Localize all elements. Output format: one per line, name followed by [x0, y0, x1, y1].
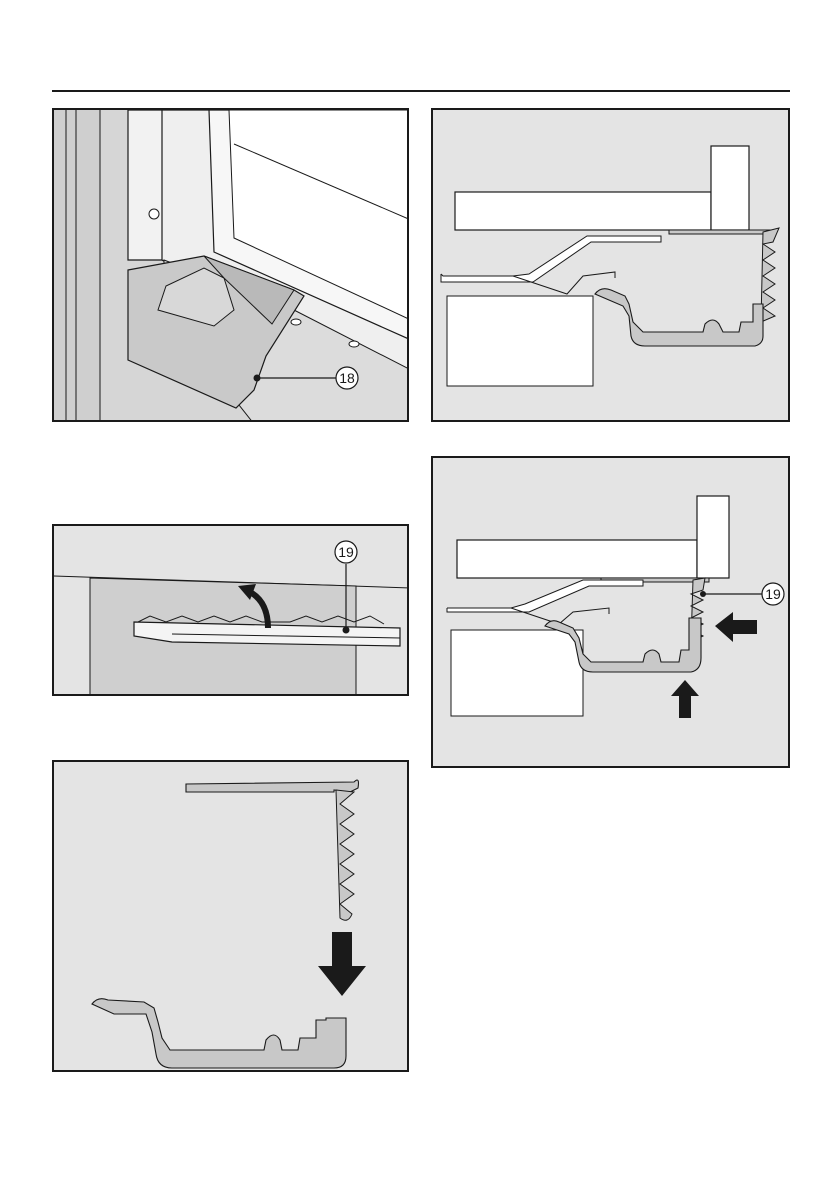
- callout-19-label: 19: [338, 544, 354, 560]
- figure-profile-assembly: [52, 760, 409, 1072]
- figure-part-18: 18: [52, 108, 409, 422]
- figure-cross-section-fitted-illustration: 19: [433, 458, 790, 768]
- figure-cross-section-open-illustration: [433, 110, 790, 422]
- figure-cross-section-fitted: 19: [431, 456, 790, 768]
- callout-18-label: 18: [339, 370, 355, 386]
- figure-part-19: 19: [52, 524, 409, 696]
- figure-cross-section-open: [431, 108, 790, 422]
- callout-19-detail-label: 19: [765, 586, 781, 602]
- header-rule: [52, 90, 790, 92]
- figure-profile-assembly-illustration: [54, 762, 409, 1072]
- figure-part-19-illustration: 19: [54, 526, 409, 696]
- figure-part-18-illustration: 18: [54, 110, 409, 422]
